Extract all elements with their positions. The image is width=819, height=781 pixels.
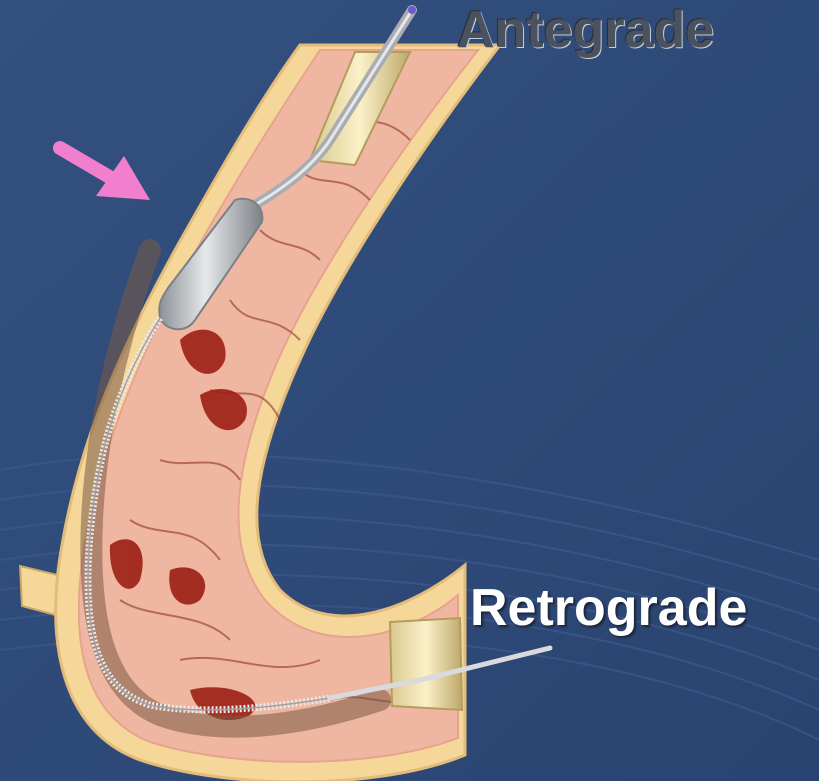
antegrade-label: Antegrade [457,4,714,56]
retrograde-sheath [390,618,462,710]
retrograde-label: Retrograde [470,582,747,634]
catheter-tip [408,6,416,14]
